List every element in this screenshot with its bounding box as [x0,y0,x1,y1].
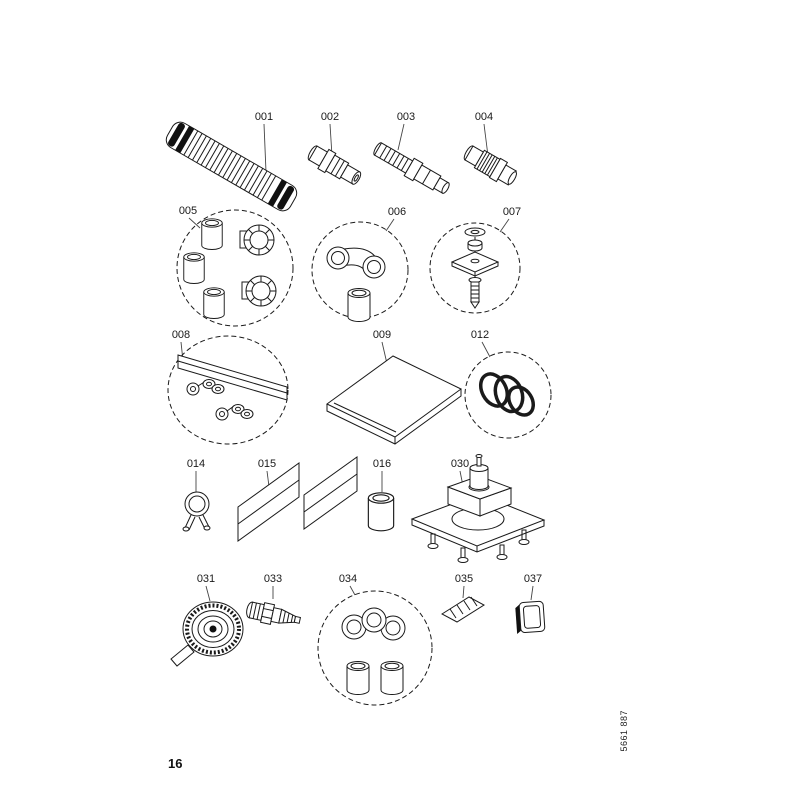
leader-line-003 [397,123,405,151]
leader-line-035 [462,585,465,599]
part-009-label: 009 [373,329,391,341]
leader-line-037 [530,585,534,601]
part-007-plate-bolt-assembly: 007 [429,206,521,314]
part-035-label: 035 [455,573,473,585]
part-012-o-rings: 012 [464,329,552,439]
part-034-manifold-group: 034 [317,573,433,706]
part-014-label: 014 [187,458,205,470]
part-031-label: 031 [197,573,215,585]
part-031-tape-roll: 031 [170,573,244,667]
leader-line-031 [205,585,211,602]
leader-line-001 [263,123,267,173]
part-030-label: 030 [451,458,469,470]
leader-line-034 [349,585,356,596]
part-016-label: 016 [373,458,391,470]
part-002-label: 002 [321,111,339,123]
part-034-label: 034 [339,573,357,585]
part-001-label: 001 [255,111,273,123]
part-006-elbow: 006 [311,206,409,322]
part-004-label: 004 [475,111,493,123]
part-001-corrugated-hose: 001 [165,111,298,212]
part-035-strip: 035 [441,573,485,623]
part-003-pipe-fitting: 003 [373,111,450,194]
document-number: 5661 887 [619,710,629,752]
part-008-rail-with-screws: 008 [167,329,289,445]
part-007-label: 007 [503,206,521,218]
leader-line-006 [385,218,395,232]
leader-line-007 [499,218,510,233]
part-033-label: 033 [264,573,282,585]
part-037-label: 037 [524,573,542,585]
part-003-label: 003 [397,111,415,123]
part-016-sleeve: 016 [367,458,395,532]
part-015-sheets: 015 [237,456,358,542]
part-015-label: 015 [258,458,276,470]
leader-line-005 [188,217,201,229]
part-012-label: 012 [471,329,489,341]
part-030-pump-assembly: 030 [410,454,546,563]
part-037-plate: 037 [515,573,546,635]
part-002-fitting: 002 [307,111,362,185]
part-005-sleeves-and-nuts: 005 [176,205,294,327]
leader-line-012 [481,341,491,358]
part-009-cover-plate: 009 [326,329,462,445]
part-014-spring-clamp: 014 [182,458,211,532]
leader-line-004 [483,123,489,157]
part-004-fitting: 004 [463,111,517,186]
part-005-label: 005 [179,205,197,217]
part-006-label: 006 [388,206,406,218]
part-033-nipple-fitting: 033 [246,573,302,625]
page-number: 16 [168,756,183,771]
part-008-label: 008 [172,329,190,341]
